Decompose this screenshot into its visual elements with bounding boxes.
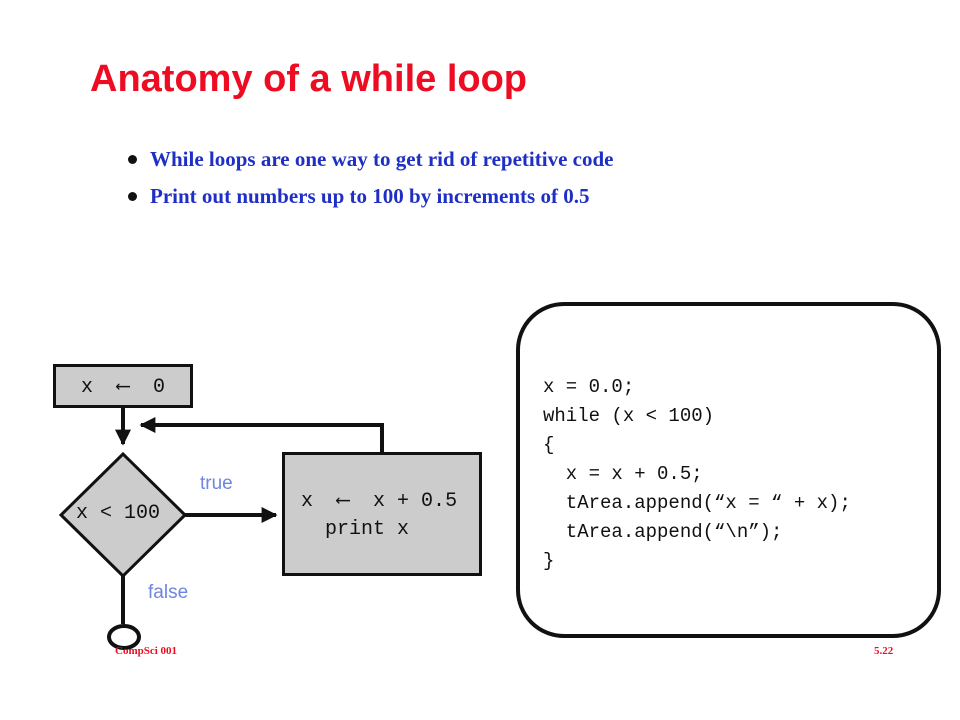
edge-loop-back: [139, 417, 384, 452]
condition-label: x < 100: [76, 502, 161, 525]
bullet-item: Print out numbers up to 100 by increment…: [128, 179, 613, 216]
init-box: x ⟵ 0: [53, 364, 193, 408]
footer-course: CompSci 001: [115, 645, 178, 657]
code-line: tArea.append(“\n”);: [543, 521, 783, 543]
loop-body-box: x ⟵ x + 0.5 print x: [282, 452, 482, 576]
body-line-update: x ⟵ x + 0.5: [301, 490, 458, 513]
bullet-dot-icon: [128, 192, 137, 201]
bullet-text: Print out numbers up to 100 by increment…: [150, 184, 590, 208]
bullet-text: While loops are one way to get rid of re…: [150, 147, 614, 171]
true-label: true: [200, 473, 233, 494]
slide-title: Anatomy of a while loop: [90, 58, 528, 100]
bullet-item: While loops are one way to get rid of re…: [128, 142, 613, 179]
footer-page-number: 5.22: [874, 645, 894, 657]
bullet-dot-icon: [128, 155, 137, 164]
code-line: while (x < 100): [543, 405, 715, 427]
code-line: {: [543, 434, 555, 456]
terminal-node: [107, 624, 141, 650]
code-listing: x = 0.0; while (x < 100) { x = x + 0.5; …: [543, 373, 851, 576]
body-line-print: print x: [301, 518, 410, 541]
bullet-list: While loops are one way to get rid of re…: [128, 142, 613, 216]
code-line: tArea.append(“x = “ + x);: [543, 492, 851, 514]
code-line: }: [543, 550, 555, 572]
false-label: false: [148, 582, 189, 603]
code-line: x = 0.0;: [543, 376, 635, 398]
code-line: x = x + 0.5;: [543, 463, 703, 485]
init-label: x ⟵ 0: [80, 376, 166, 399]
code-panel: [516, 302, 941, 638]
